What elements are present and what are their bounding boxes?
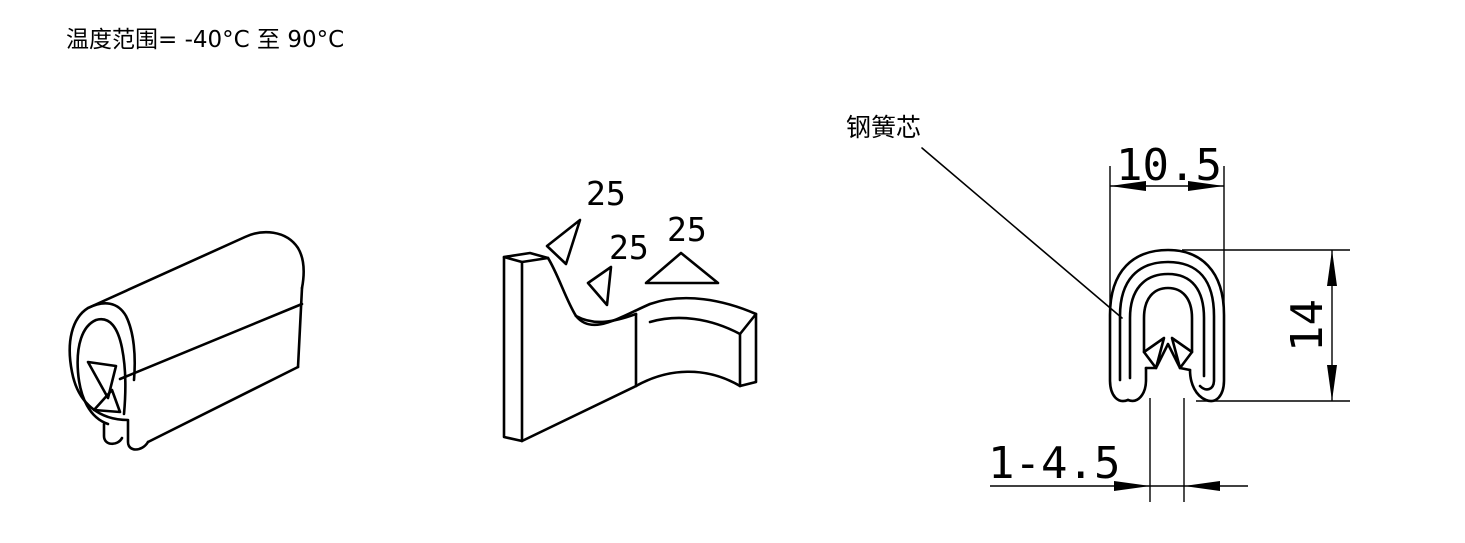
trim-back-end [296,286,304,369]
trim-top-ridge [86,230,305,310]
trim-lip [102,422,124,446]
height-dimension-value: 14 [1282,299,1333,352]
height-arrow-top [1327,250,1337,286]
roughness-symbol-2 [586,265,613,307]
width-dimension-value: 10.5 [1116,140,1222,191]
roughness-symbol-3 [644,251,720,285]
temperature-range-text: 温度范围= -40°C 至 90°C [66,27,345,53]
trim-bottom-edge [146,365,300,444]
plate-front-face [502,255,524,443]
profile-outer-left-lip [1126,366,1148,403]
plate-top-face [502,251,550,264]
profile-inner-shell [1128,272,1206,380]
width-arrow-right [1188,181,1224,191]
clamp-arrow-left [1114,481,1150,491]
profile-fin-joins [1144,366,1192,372]
trim-middle-edge [118,302,304,381]
trim-fin-lower [92,388,122,414]
profile-gripping-fins [1142,336,1194,370]
body-top-curve [546,256,758,327]
trim-front-inner-profile [76,317,127,426]
roughness-symbol-1 [545,218,582,266]
isometric-edge-trim-view [68,230,305,451]
profile-inner-cavity [1142,286,1194,354]
plate-bottom-edge [520,384,638,443]
trim-fin-upper [86,360,118,400]
cutaway-detail-view: 25 25 25 [502,174,758,443]
profile-outer-shell [1108,248,1226,403]
body-bottom-curve [634,370,742,388]
profile-steel-core [1118,260,1216,391]
body-end-face [738,312,758,388]
body-inner-curve [574,312,638,324]
trim-front-outer-profile [68,302,150,451]
steel-core-label: 钢簧芯 [846,113,921,142]
roughness-value-3: 25 [667,210,707,249]
width-arrow-left [1110,181,1146,191]
cross-section-view: 钢簧芯 10.5 14 1-4.5 [846,113,1350,502]
clamp-range-value: 1-4.5 [988,438,1120,489]
clamp-arrow-right [1184,481,1220,491]
roughness-value-1: 25 [586,174,626,213]
body-end-edge [648,316,742,336]
height-arrow-bottom [1327,365,1337,401]
core-leader-line [921,147,1123,319]
roughness-value-2: 25 [609,228,649,267]
